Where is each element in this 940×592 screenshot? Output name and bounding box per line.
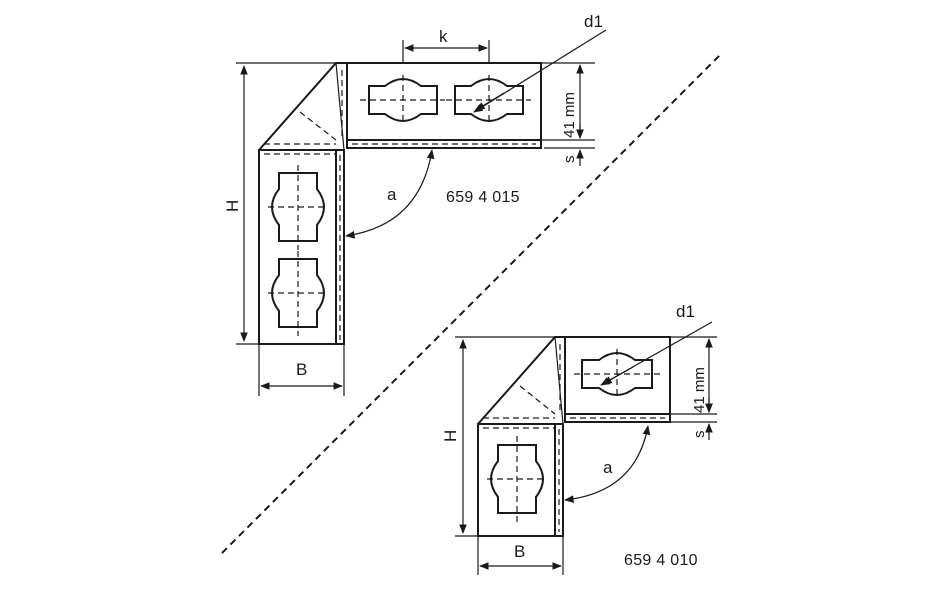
label-d1-second: d1: [676, 302, 695, 321]
bracket-large: [258, 62, 542, 345]
label-H: H: [223, 200, 242, 212]
label-H-second: H: [441, 430, 460, 442]
bracket-small: [477, 336, 671, 537]
slot-hole: [487, 436, 547, 524]
dimension-k: k: [402, 27, 490, 62]
label-B-second: B: [514, 542, 525, 561]
label-B: B: [296, 360, 307, 379]
label-41mm-second: 41 mm: [691, 367, 708, 413]
dimension-d1: d1: [473, 12, 607, 113]
product-code-bottom: 659 4 010: [624, 552, 698, 569]
label-s: s: [561, 156, 578, 164]
label-41mm: 41 mm: [561, 92, 578, 138]
dimension-angle-a-second: a: [564, 425, 651, 503]
dimension-s-second: s: [691, 398, 713, 440]
label-a: a: [387, 185, 397, 204]
dimension-41mm-second: 41 mm: [670, 336, 717, 423]
dimension-H: H: [223, 62, 336, 345]
slot-hole: [574, 349, 662, 399]
dimension-B-second: B: [477, 536, 564, 575]
dimension-B: B: [258, 344, 345, 396]
slot-hole: [268, 165, 328, 250]
dimension-angle-a: a: [345, 149, 435, 239]
dimension-s: s: [561, 124, 584, 166]
dimension-H-second: H: [441, 336, 555, 537]
slot-hole: [446, 75, 531, 125]
label-k: k: [439, 27, 448, 46]
label-d1: d1: [584, 12, 603, 31]
label-s-second: s: [691, 431, 708, 439]
slot-hole: [268, 251, 328, 336]
slot-hole: [360, 75, 445, 125]
dimension-41mm: 41 mm: [541, 62, 595, 149]
dimension-d1-second: d1: [600, 302, 713, 386]
product-code-top: 659 4 015: [446, 189, 520, 206]
label-a-second: a: [603, 458, 613, 477]
separator-dashed-line: [221, 54, 721, 554]
